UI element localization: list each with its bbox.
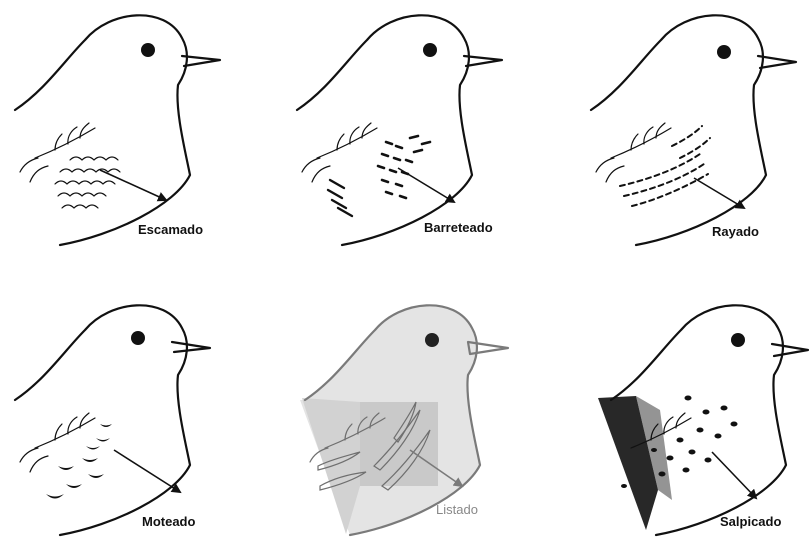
bird-outline	[15, 305, 210, 535]
bird-outline	[297, 15, 502, 245]
panel-label-salpicado: Salpicado	[720, 514, 781, 529]
panel-label-rayado: Rayado	[712, 224, 759, 239]
panel-escamado: Escamado	[15, 15, 220, 245]
panel-salpicado: Salpicado	[598, 305, 808, 535]
wing-feathers	[20, 123, 95, 182]
panel-moteado: Moteado	[15, 305, 210, 535]
bird-eye	[131, 331, 145, 345]
bar-pattern	[328, 136, 430, 216]
bird-eye	[425, 333, 439, 347]
panel-label-listado: Listado	[436, 502, 478, 517]
bird-fill	[300, 305, 480, 535]
panel-rayado: Rayado	[591, 15, 796, 245]
panel-listado: Listado	[300, 305, 508, 535]
panel-label-escamado: Escamado	[138, 222, 203, 237]
streak-pattern	[620, 126, 710, 206]
panel-barreteado: Barreteado	[297, 15, 502, 245]
wing-feathers	[20, 413, 95, 472]
pointer-arrow	[114, 450, 180, 492]
pointer-arrow	[694, 178, 744, 208]
speckle-shading	[598, 396, 672, 530]
bird-outline	[591, 15, 796, 245]
panel-label-barreteado: Barreteado	[424, 220, 493, 235]
scale-pattern	[55, 157, 120, 208]
pointer-arrow	[712, 452, 756, 498]
wing-feathers	[596, 123, 671, 182]
bird-outline	[15, 15, 220, 245]
bird-eye	[423, 43, 437, 57]
panel-label-moteado: Moteado	[142, 514, 196, 529]
bird-eye	[731, 333, 745, 347]
bird-eye	[141, 43, 155, 57]
pointer-arrow	[100, 170, 166, 200]
wing-feathers	[302, 123, 377, 182]
bird-eye	[717, 45, 731, 59]
